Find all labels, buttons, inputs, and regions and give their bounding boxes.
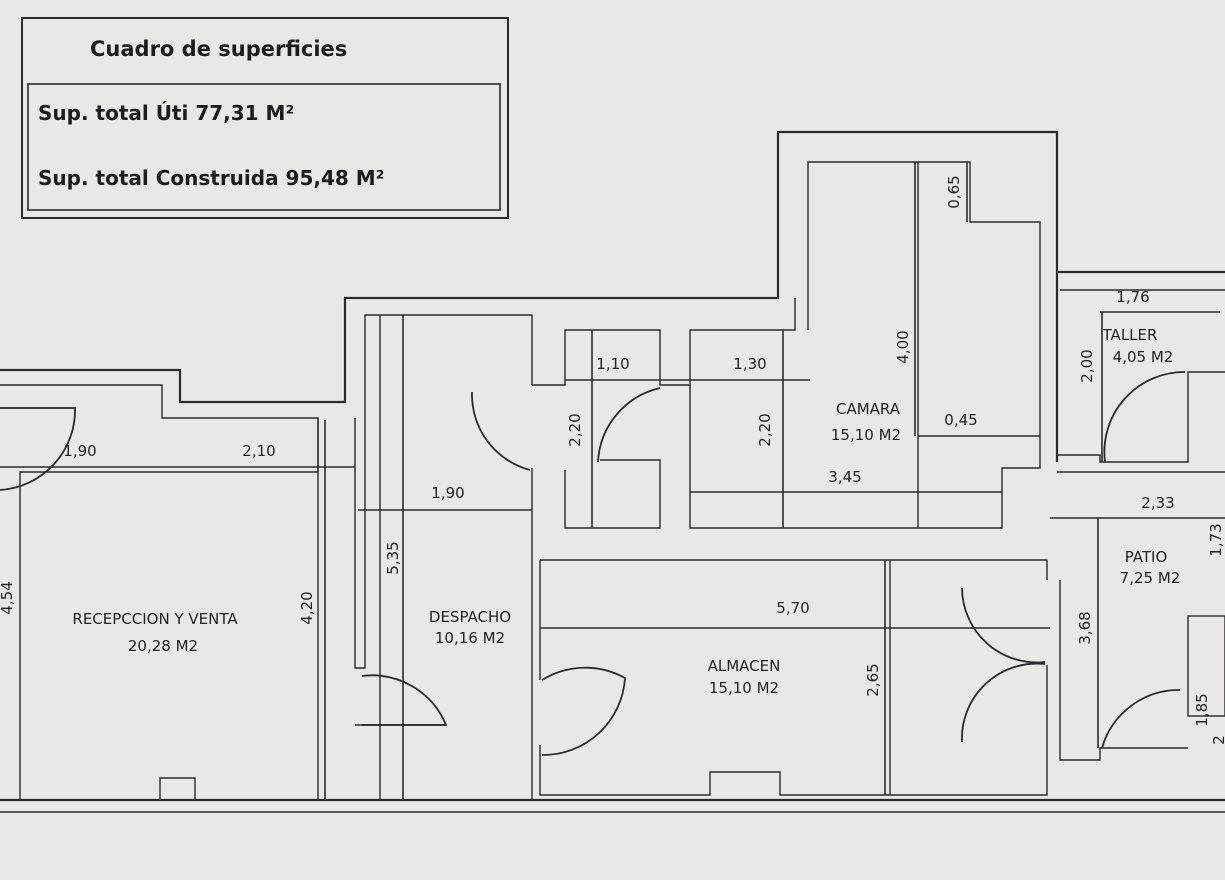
dim-chamber-depth-a: 2,20 — [756, 413, 774, 446]
reception-niche — [159, 777, 196, 800]
dim-chamber-notch-h: 0,65 — [945, 175, 963, 208]
outer-wall-top-left — [0, 130, 1059, 462]
workshop-name: TALLER — [1102, 326, 1158, 344]
workshop-wall — [1056, 278, 1225, 463]
corridor-wall — [532, 298, 796, 386]
office-area: 10,16 M2 — [435, 629, 505, 647]
reception-door-arc — [0, 407, 76, 491]
patio-fixture — [1187, 615, 1225, 717]
workshop-area: 4,05 M2 — [1113, 348, 1174, 366]
dim-storage-depth: 2,65 — [864, 663, 882, 696]
workshop-door-arc — [1103, 371, 1186, 463]
corridor-door-arc — [597, 387, 661, 463]
exterior-walls — [0, 130, 1225, 813]
storage-area: 15,10 M2 — [709, 679, 779, 697]
dim-patio-depth: 3,68 — [1076, 611, 1094, 644]
storage-name: ALMACEN — [708, 657, 781, 675]
dim-corridor-depth: 2,20 — [566, 413, 584, 446]
storage-door-arc-right-top — [961, 587, 1046, 664]
dim-chamber-notch-w: 0,45 — [944, 411, 977, 429]
dim-wc-partial: 2 — [1210, 735, 1225, 745]
patio-door-arc — [1101, 689, 1181, 749]
dim-workshop-width: 1,76 — [1116, 288, 1149, 306]
dim-storage-width: 5,70 — [776, 599, 809, 617]
dim-workshop-depth: 2,00 — [1078, 349, 1096, 382]
storage-wall-bottom — [539, 665, 1048, 796]
patio-wall-inner — [1059, 580, 1188, 761]
dim-chamber-width-a: 1,30 — [733, 355, 766, 373]
corridor-wall-bottom — [564, 459, 661, 529]
dim-reception-left: 4,54 — [0, 581, 16, 614]
dim-reception-width-a: 1,90 — [63, 442, 96, 460]
dim-patio-side: 1,73 — [1207, 523, 1225, 556]
reception-area: 20,28 M2 — [128, 637, 198, 655]
dim-reception-depth: 4,20 — [298, 591, 316, 624]
room-reception: RECEPCCION Y VENTA 20,28 M2 1,90 2,10 4,… — [0, 384, 355, 800]
dim-office-width: 1,90 — [431, 484, 464, 502]
dim-corridor-width: 1,10 — [596, 355, 629, 373]
legend-built-area: Sup. total Construida 95,48 M² — [38, 166, 384, 190]
room-corridor: 1,10 2,20 — [532, 298, 796, 529]
patio-name: PATIO — [1125, 548, 1168, 566]
chamber-name: CAMARA — [836, 400, 901, 418]
legend-inner-frame — [27, 83, 501, 211]
room-patio: PATIO 7,25 M2 2,33 3,68 1,73 1,85 2 — [1050, 471, 1225, 761]
storage-door-arc-left — [541, 666, 626, 756]
dim-wc-depth: 1,85 — [1193, 693, 1211, 726]
chamber-area: 15,10 M2 — [831, 426, 901, 444]
chamber-wall — [689, 161, 1041, 529]
office-door-arc-top — [471, 391, 531, 471]
room-storage: ALMACEN 15,10 M2 5,70 2,65 — [539, 559, 1050, 796]
reception-name: RECEPCCION Y VENTA — [72, 610, 238, 628]
office-name: DESPACHO — [429, 608, 511, 626]
legend-useful-area: Sup. total Úti 77,31 M² — [38, 101, 294, 125]
dim-reception-width-b: 2,10 — [242, 442, 275, 460]
areas-legend: Cuadro de superficies Sup. total Úti 77,… — [21, 17, 509, 219]
room-chamber: CAMARA 15,10 M2 1,30 2,20 4,00 3,45 0,45… — [689, 161, 1041, 529]
dim-office-depth: 5,35 — [384, 541, 402, 574]
legend-outer-frame — [21, 17, 509, 219]
patio-area: 7,25 M2 — [1120, 569, 1181, 587]
office-wall-left — [354, 314, 533, 669]
storage-door-arc-right-bottom — [961, 662, 1046, 743]
storage-wall — [540, 559, 1048, 580]
room-office: DESPACHO 10,16 M2 1,90 5,35 — [354, 314, 533, 800]
office-door-arc-bottom — [361, 674, 448, 726]
room-workshop: TALLER 4,05 M2 1,76 2,00 — [1056, 278, 1225, 463]
dim-patio-width: 2,33 — [1141, 494, 1174, 512]
dim-chamber-width: 3,45 — [828, 468, 861, 486]
legend-title: Cuadro de superficies — [90, 37, 347, 61]
dim-chamber-depth: 4,00 — [894, 330, 912, 363]
